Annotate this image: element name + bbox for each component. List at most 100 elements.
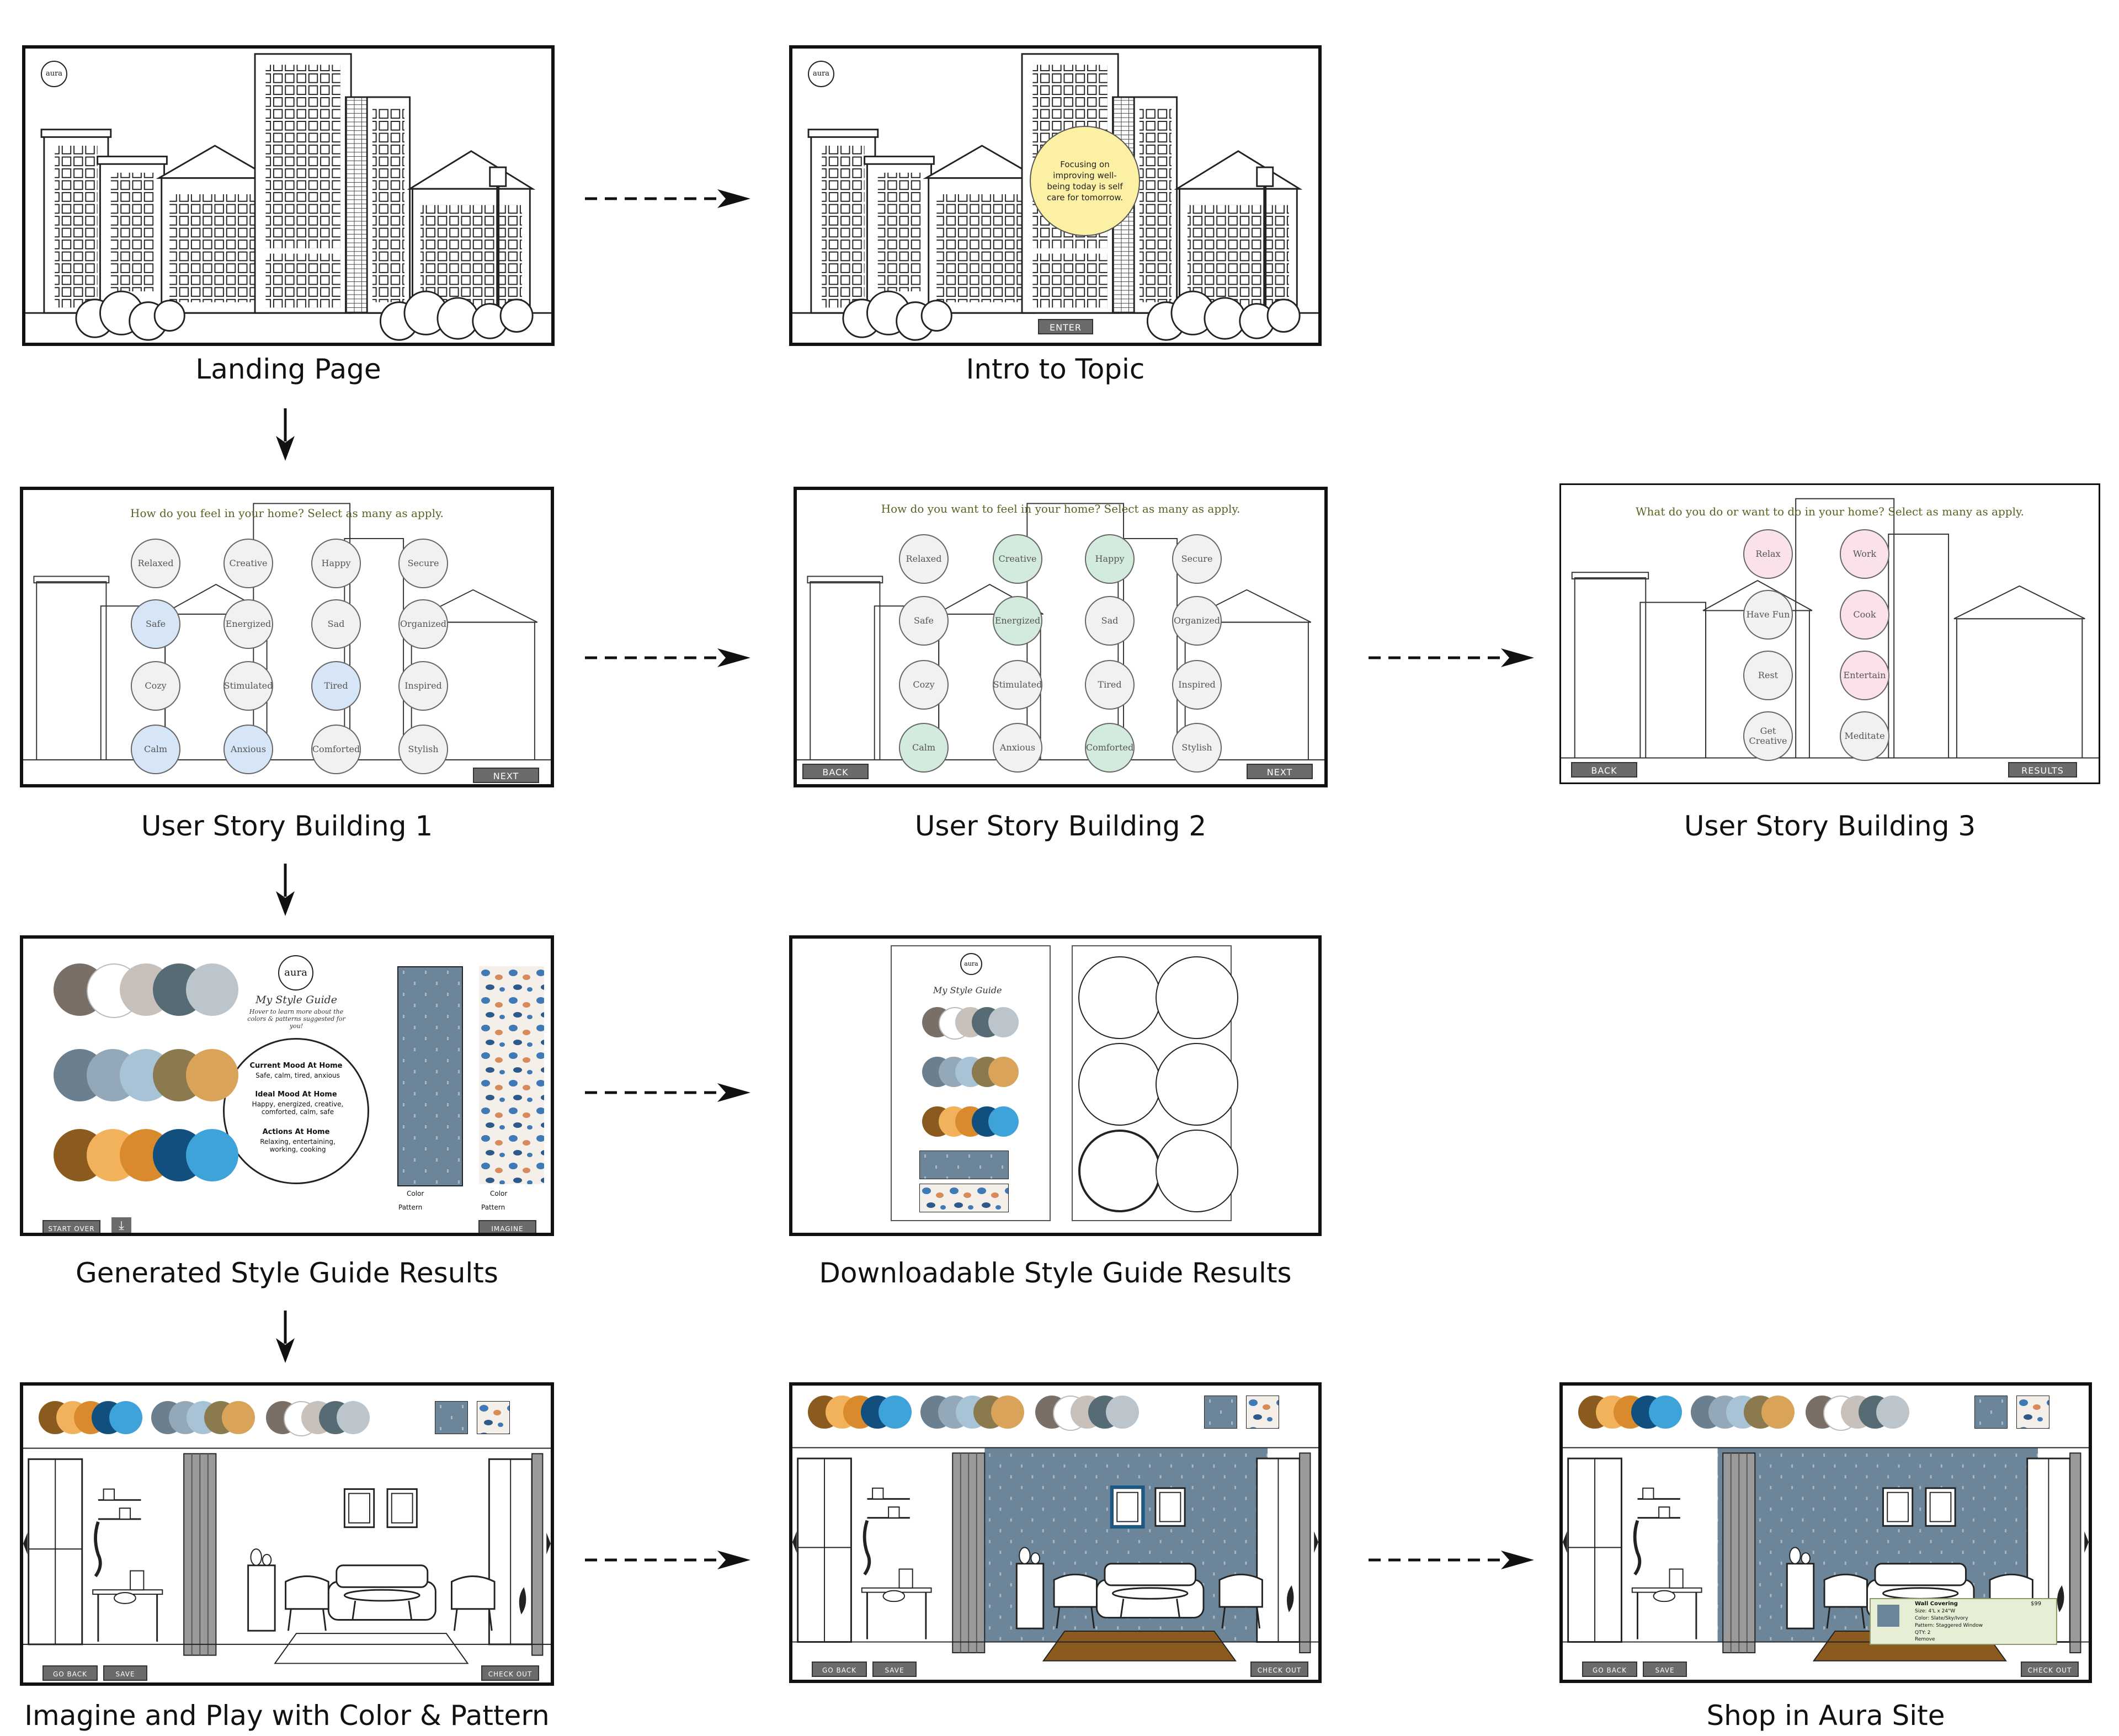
dl-palette-warm-swatch-5[interactable] xyxy=(988,1106,1019,1137)
strip-neutral-swatch-5[interactable] xyxy=(1876,1396,1909,1429)
option-bubble-stimulated[interactable]: Stimulated xyxy=(223,661,273,711)
option-bubble-comforted[interactable]: Comforted xyxy=(311,725,361,774)
strip-neutral-swatch-5[interactable] xyxy=(1106,1396,1139,1429)
go-back-button[interactable]: GO BACK xyxy=(812,1662,867,1677)
leopard-pattern-swatch[interactable] xyxy=(479,966,544,1184)
aura-logo[interactable]: aura xyxy=(808,61,834,87)
option-bubble-safe[interactable]: Safe xyxy=(899,596,949,646)
go-back-button[interactable]: GO BACK xyxy=(1582,1662,1637,1677)
usb3-back-button[interactable]: BACK xyxy=(1571,762,1637,778)
option-bubble-meditate[interactable]: Meditate xyxy=(1840,711,1889,761)
strip-warm-swatch-5[interactable] xyxy=(109,1401,142,1434)
mood-summary-circle: Current Mood At Home Safe, calm, tired, … xyxy=(223,1038,369,1184)
option-bubble-happy[interactable]: Happy xyxy=(311,539,361,588)
option-bubble-creative[interactable]: Creative xyxy=(993,534,1042,584)
save-button[interactable]: SAVE xyxy=(103,1665,147,1681)
leopard-pattern-thumb[interactable] xyxy=(1246,1396,1279,1429)
option-bubble-tired[interactable]: Tired xyxy=(311,661,361,711)
wall-pattern-thumb[interactable] xyxy=(435,1401,468,1434)
strip-warm-swatch-5[interactable] xyxy=(879,1396,912,1429)
option-bubble-entertain[interactable]: Entertain xyxy=(1840,651,1889,700)
option-bubble-get-creative[interactable]: Get Creative xyxy=(1743,711,1793,761)
option-bubble-relaxed[interactable]: Relaxed xyxy=(131,539,180,588)
option-bubble-energized[interactable]: Energized xyxy=(993,596,1042,646)
usb1-next-button[interactable]: NEXT xyxy=(473,768,539,783)
dl-palette-neutral-swatch-5[interactable] xyxy=(988,1007,1019,1037)
strip-neutral-swatch-5[interactable] xyxy=(337,1401,370,1434)
option-bubble-stylish[interactable]: Stylish xyxy=(398,725,448,774)
usb2-next-button[interactable]: NEXT xyxy=(1247,764,1313,779)
option-bubble-organized[interactable]: Organized xyxy=(398,599,448,649)
save-button[interactable]: SAVE xyxy=(872,1662,917,1677)
palette-neutral-swatch-5[interactable] xyxy=(186,963,238,1016)
option-bubble-inspired[interactable]: Inspired xyxy=(398,661,448,711)
option-bubble-organized[interactable]: Organized xyxy=(1172,596,1222,646)
option-bubble-have-fun[interactable]: Have Fun xyxy=(1743,590,1793,640)
cart-item-remove[interactable]: Remove xyxy=(1915,1637,1935,1642)
option-bubble-creative[interactable]: Creative xyxy=(223,539,273,588)
caption-usb1: User Story Building 1 xyxy=(141,810,433,842)
wall-pattern-thumb[interactable] xyxy=(1974,1396,2008,1429)
palette-warm-swatch-5[interactable] xyxy=(186,1129,238,1181)
save-button[interactable]: SAVE xyxy=(1643,1662,1687,1677)
usb2-back-button[interactable]: BACK xyxy=(802,764,869,779)
go-back-button[interactable]: GO BACK xyxy=(42,1665,98,1681)
usb3-frame: What do you do or want to do in your hom… xyxy=(1559,483,2100,784)
strip-slate-swatch-5[interactable] xyxy=(991,1396,1024,1429)
option-bubble-secure[interactable]: Secure xyxy=(398,539,448,588)
option-bubble-energized[interactable]: Energized xyxy=(223,599,273,649)
note-circle xyxy=(1078,1043,1161,1126)
option-bubble-cozy[interactable]: Cozy xyxy=(131,661,180,711)
option-bubble-work[interactable]: Work xyxy=(1840,529,1889,579)
option-bubble-stylish[interactable]: Stylish xyxy=(1172,723,1222,773)
enter-button[interactable]: ENTER xyxy=(1038,319,1093,334)
aura-logo[interactable]: aura xyxy=(41,61,67,87)
option-bubble-inspired[interactable]: Inspired xyxy=(1172,660,1222,710)
ideal-mood-value: Happy, energized, creative, comforted, c… xyxy=(252,1100,344,1116)
check-out-button[interactable]: CHECK OUT xyxy=(1250,1662,1308,1677)
option-bubble-calm[interactable]: Calm xyxy=(899,723,949,773)
caption-downloadable: Downloadable Style Guide Results xyxy=(819,1257,1292,1289)
leopard-pattern-thumb[interactable] xyxy=(2016,1396,2049,1429)
option-bubble-comforted[interactable]: Comforted xyxy=(1085,723,1135,773)
option-bubble-secure[interactable]: Secure xyxy=(1172,534,1222,584)
pattern-label-1: Pattern xyxy=(398,1204,423,1211)
option-bubble-sad[interactable]: Sad xyxy=(311,599,361,649)
option-bubble-anxious[interactable]: Anxious xyxy=(223,725,273,774)
option-bubble-sad[interactable]: Sad xyxy=(1085,596,1135,646)
strip-slate-swatch-5[interactable] xyxy=(1761,1396,1795,1429)
option-bubble-tired[interactable]: Tired xyxy=(1085,660,1135,710)
note-circle xyxy=(1078,1130,1161,1212)
city-illustration xyxy=(25,49,551,343)
strip-slate-swatch-5[interactable] xyxy=(222,1401,255,1434)
option-bubble-safe[interactable]: Safe xyxy=(131,599,180,649)
option-bubble-relaxed[interactable]: Relaxed xyxy=(899,534,949,584)
check-out-button[interactable]: CHECK OUT xyxy=(481,1665,539,1681)
wall-pattern-thumb[interactable] xyxy=(1204,1396,1237,1429)
strip-warm-swatch-5[interactable] xyxy=(1649,1396,1682,1429)
option-bubble-rest[interactable]: Rest xyxy=(1743,651,1793,700)
option-bubble-calm[interactable]: Calm xyxy=(131,725,180,774)
check-out-button[interactable]: CHECK OUT xyxy=(2021,1662,2079,1677)
cart-item-qty[interactable]: QTY: 2 xyxy=(1915,1630,1931,1636)
note-circle xyxy=(1078,956,1161,1039)
option-bubble-cook[interactable]: Cook xyxy=(1840,590,1889,640)
option-bubble-anxious[interactable]: Anxious xyxy=(993,723,1042,773)
imagine-button[interactable]: IMAGINE xyxy=(478,1220,536,1233)
option-bubble-happy[interactable]: Happy xyxy=(1085,534,1135,584)
cart-item-card[interactable]: Wall Covering $99 Size: 4'L x 24"W Color… xyxy=(1870,1598,2057,1645)
download-leopard-swatch xyxy=(919,1184,1009,1212)
start-over-button[interactable]: START OVER xyxy=(42,1220,100,1233)
download-icon[interactable]: ⤓ xyxy=(111,1217,131,1233)
cart-item-color: Color: Slate/Sky/Ivory xyxy=(1915,1616,1968,1621)
aura-logo[interactable]: aura xyxy=(278,955,313,991)
download-wall-swatch xyxy=(919,1151,1009,1179)
option-bubble-cozy[interactable]: Cozy xyxy=(899,660,949,710)
palette-slate-swatch-5[interactable] xyxy=(186,1049,238,1101)
leopard-pattern-thumb[interactable] xyxy=(477,1401,510,1434)
option-bubble-relax[interactable]: Relax xyxy=(1743,529,1793,579)
usb3-results-button[interactable]: RESULTS xyxy=(2008,762,2077,778)
dl-palette-slate-swatch-5[interactable] xyxy=(988,1057,1019,1087)
wall-pattern-swatch[interactable] xyxy=(397,966,463,1186)
option-bubble-stimulated[interactable]: Stimulated xyxy=(993,660,1042,710)
